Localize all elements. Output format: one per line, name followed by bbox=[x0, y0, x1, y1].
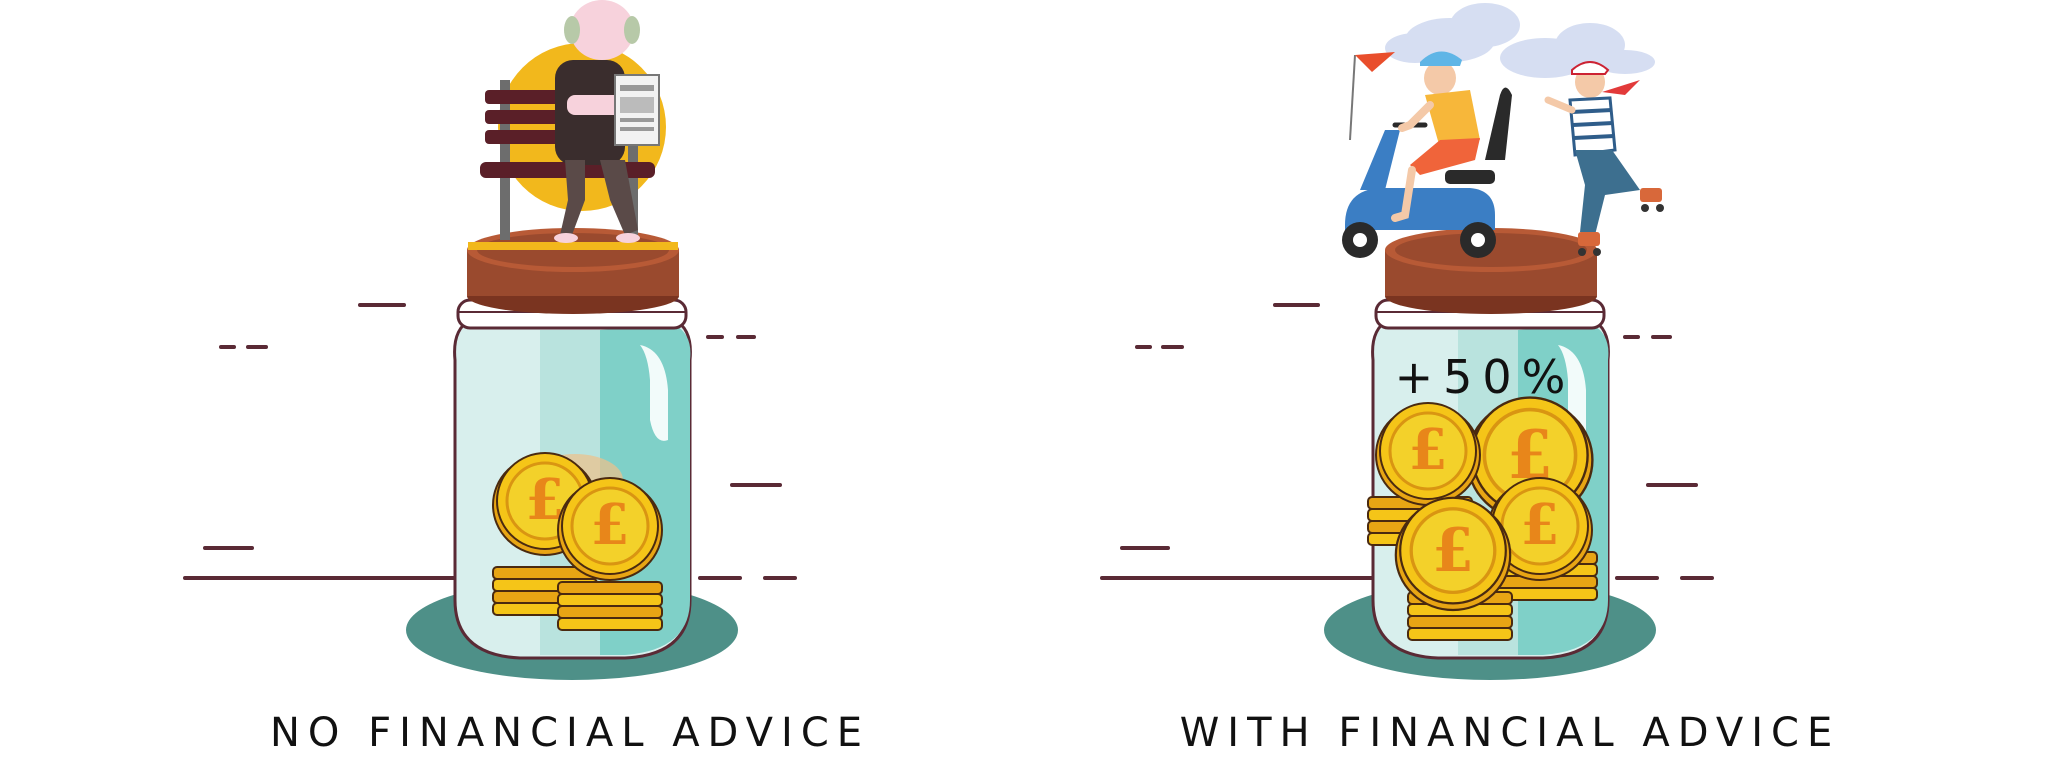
pound-coin-icon: £ bbox=[1394, 496, 1512, 612]
caption-with-advice: WITH FINANCIAL ADVICE bbox=[1179, 710, 1841, 756]
pound-coin-icon: £ bbox=[556, 476, 664, 582]
svg-text:£: £ bbox=[591, 492, 630, 558]
flag-icon bbox=[1349, 52, 1395, 141]
svg-text:£: £ bbox=[1409, 417, 1448, 483]
caption-no-advice: NO FINANCIAL ADVICE bbox=[269, 710, 871, 756]
motion-lines bbox=[1100, 303, 1714, 580]
pound-coin-icon: £ bbox=[1486, 476, 1594, 582]
pound-coins-right: £ £ £ £ bbox=[1367, 395, 1598, 641]
elderly-woman-icon bbox=[1391, 51, 1480, 222]
pound-coins-left: £ £ bbox=[491, 451, 664, 631]
svg-text:£: £ bbox=[1521, 492, 1560, 558]
growth-label: +50% bbox=[1395, 350, 1576, 404]
left-panel: £ £ bbox=[183, 0, 797, 680]
mobility-scooter-icon bbox=[1342, 87, 1512, 258]
svg-text:£: £ bbox=[1432, 516, 1474, 586]
elderly-man-on-bench bbox=[468, 0, 678, 250]
right-panel: +50% £ £ £ £ bbox=[1100, 3, 1714, 680]
cloud-icon bbox=[1385, 3, 1655, 78]
jar-lid bbox=[467, 228, 679, 314]
motion-lines bbox=[183, 303, 797, 580]
elderly-man-icon bbox=[554, 0, 640, 243]
roller-skater-icon bbox=[1544, 61, 1664, 256]
pound-coin-icon: £ bbox=[1374, 401, 1482, 507]
newspaper-icon bbox=[614, 74, 660, 146]
